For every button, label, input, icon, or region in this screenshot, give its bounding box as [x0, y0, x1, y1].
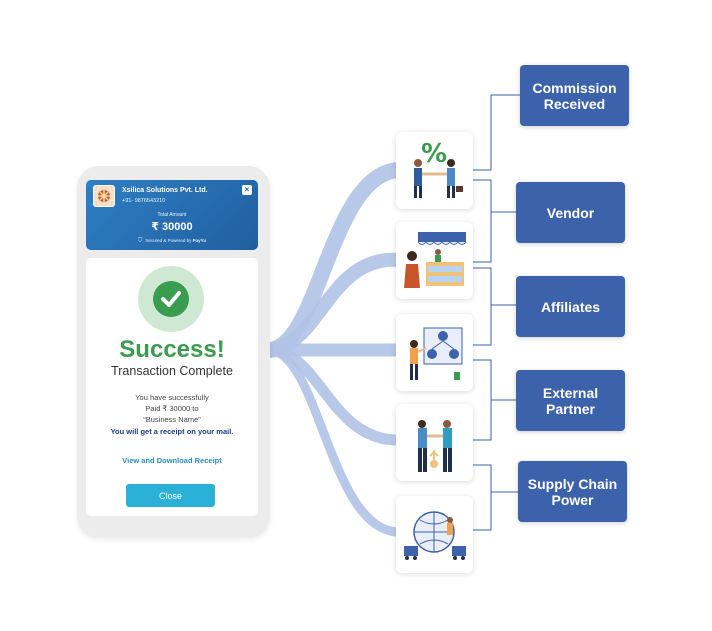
secured-brand: PayYu [192, 238, 207, 243]
outcome-vendor: Vendor [516, 182, 625, 243]
view-download-receipt-link[interactable]: View and Download Receipt [122, 456, 222, 465]
close-button[interactable]: Close [126, 484, 215, 507]
paid-amount-line: Paid ₹ 30000 to [145, 404, 199, 413]
outcome-supply-chain-power: Supply Chain Power [518, 461, 627, 522]
merchant-logo [93, 185, 115, 207]
partner-handshake-icon [396, 404, 473, 481]
payment-header: Xsilica Solutions Pvt. Ltd. +91- 9876543… [86, 180, 258, 250]
outcome-commission-received: Commission Received [520, 65, 629, 126]
merchant-phone: +91- 9876543210 [122, 198, 166, 204]
connector-5b [473, 492, 492, 531]
connector-2a [473, 179, 516, 213]
connector-4a [473, 359, 516, 401]
commission-handshake-icon: % [396, 132, 473, 209]
merchant-name: Xsilica Solutions Pvt. Ltd. [122, 187, 208, 194]
success-check-icon [138, 266, 204, 332]
shield-icon: ⛉ [137, 238, 143, 244]
total-amount-label: Total Amount [157, 212, 187, 218]
flow-ribbon-2 [263, 252, 405, 357]
connector-3b [473, 305, 492, 346]
connector-3a [473, 267, 516, 306]
secured-text: Secured & Powered by [145, 238, 192, 243]
receipt-notice: You will get a receipt on your mail. [110, 427, 234, 436]
supply-chain-globe-icon [396, 496, 473, 573]
transaction-complete-text: Transaction Complete [111, 364, 233, 378]
connector-4b [473, 400, 492, 441]
connector-1 [473, 94, 520, 171]
success-title: Success! [119, 336, 225, 363]
affiliates-network-icon [396, 314, 473, 391]
close-icon[interactable]: × [242, 185, 252, 195]
success-message-line: You have successfully [135, 393, 209, 402]
outcome-affiliates: Affiliates [516, 276, 625, 337]
total-amount: ₹ 30000 [151, 221, 193, 233]
business-name-line: “Business Name” [143, 415, 201, 424]
connector-5a [473, 464, 518, 493]
svg-text:%: % [421, 139, 447, 169]
secured-by: ⛉Secured & Powered by PayYu [86, 238, 258, 245]
vendor-stall-icon [396, 222, 473, 299]
flow-ribbon-5 [265, 345, 403, 537]
outcome-external-partner: External Partner [516, 370, 625, 431]
confirmation-panel: Success! Transaction Complete You have s… [86, 258, 258, 516]
connector-2b [473, 212, 492, 263]
